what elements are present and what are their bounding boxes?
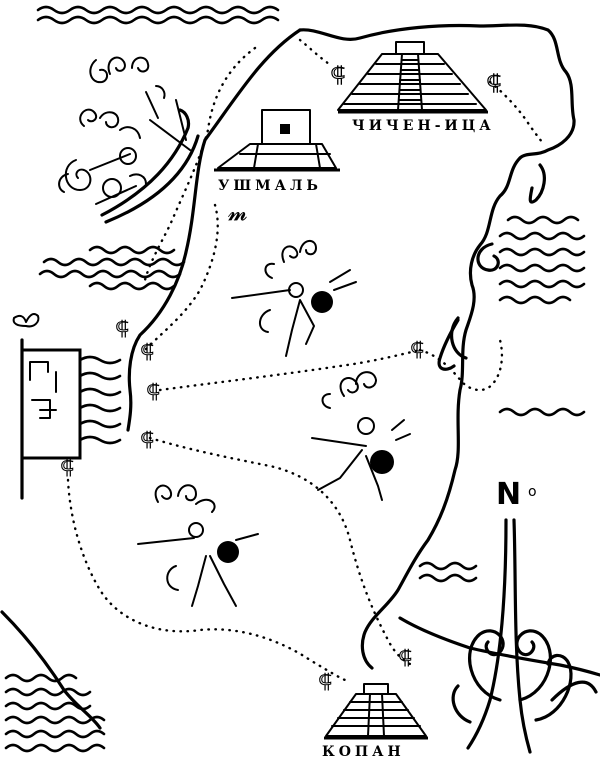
svg-text:𝓶: 𝓶 xyxy=(228,201,248,226)
route-banner-south xyxy=(66,478,347,682)
scroll-ornament xyxy=(449,242,500,360)
place-label-uxmal: УШМАЛЬ xyxy=(218,178,322,194)
pyramid-chichen-itza xyxy=(337,41,488,114)
route-glyph-icon: 𝓶 ⸿ ⸿ ⸿ ⸿ ⸿ ⸿ ⸿ ⸿ ⸿ ⸿ xyxy=(60,63,502,693)
svg-text:⸿: ⸿ xyxy=(60,455,74,479)
coastline-east xyxy=(360,156,522,670)
pyramid-copan xyxy=(324,683,428,740)
svg-text:⸿: ⸿ xyxy=(486,71,502,96)
route-uxmal-south xyxy=(143,203,219,352)
compass-north-degree: o xyxy=(528,484,537,500)
place-label-copan: КОПАН xyxy=(322,744,405,760)
compass-icon xyxy=(451,518,598,754)
coastline-north xyxy=(298,23,576,160)
svg-text:⸿: ⸿ xyxy=(115,316,129,340)
canoe-icon xyxy=(58,56,200,224)
banner-icon xyxy=(12,313,122,500)
coastline-west xyxy=(126,28,302,432)
warrior-icon xyxy=(137,240,411,607)
coastline-south xyxy=(398,616,600,677)
temple-uxmal xyxy=(214,109,340,172)
coastline-yucatan-tip xyxy=(528,163,546,204)
waves-icon xyxy=(4,5,586,753)
svg-text:⸿: ⸿ xyxy=(410,337,424,361)
place-label-chichen-itza: ЧИЧЕН-ИЦА xyxy=(352,118,495,134)
routes xyxy=(66,38,546,682)
svg-text:⸿: ⸿ xyxy=(318,669,332,693)
svg-text:⸿: ⸿ xyxy=(140,427,154,451)
coastline-bay xyxy=(437,318,460,371)
route-chichen-east xyxy=(488,80,546,146)
coastline-southwest xyxy=(0,610,102,730)
svg-text:⸿: ⸿ xyxy=(330,63,346,88)
route-canoe-to-coast xyxy=(143,46,257,282)
compass-north-label: N xyxy=(496,477,521,512)
route-east-coast xyxy=(418,338,504,392)
route-banner-east xyxy=(158,348,422,392)
svg-text:⸿: ⸿ xyxy=(398,645,412,669)
route-banner-southeast xyxy=(148,436,412,666)
route-to-chichen xyxy=(298,38,334,68)
svg-text:⸿: ⸿ xyxy=(146,379,160,403)
svg-text:⸿: ⸿ xyxy=(140,339,154,363)
